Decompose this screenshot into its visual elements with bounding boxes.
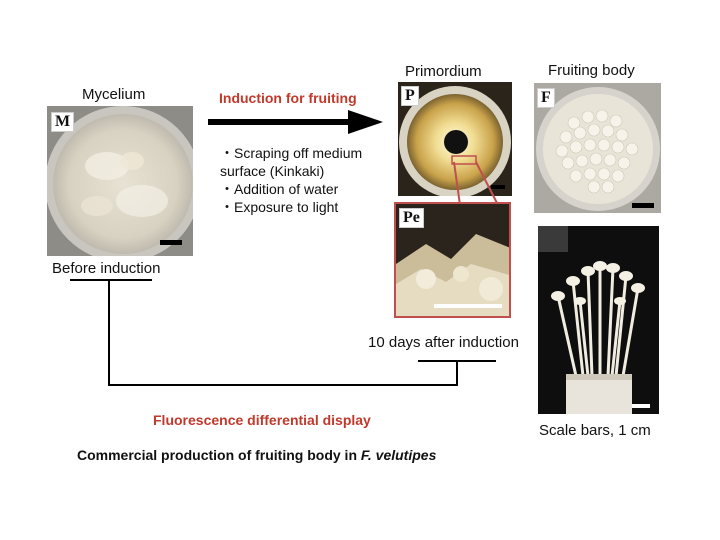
step-item: Addition of water: [220, 180, 390, 198]
caption-text: Commercial production of fruiting body i…: [77, 447, 361, 463]
panel-label-m: M: [51, 112, 75, 132]
scale-bar: [632, 404, 650, 408]
figure-caption: Commercial production of fruiting body i…: [77, 447, 436, 463]
primordium-label: Primordium: [405, 63, 482, 80]
scale-bars-label: Scale bars, 1 cm: [539, 422, 651, 439]
caption-species: F. velutipes: [360, 447, 437, 463]
panel-label-p: P: [401, 86, 419, 106]
induction-label: Induction for fruiting: [219, 90, 357, 106]
induction-arrow: [208, 110, 383, 134]
induction-steps: Scraping off medium surface (Kinkaki) Ad…: [220, 144, 390, 216]
commercial-fruiting-body-photo: [538, 226, 659, 414]
primordium-enlarged-photo: Pe: [394, 202, 511, 318]
scale-bar: [434, 304, 502, 308]
days-after-label: 10 days after induction: [368, 334, 519, 351]
scale-bar: [632, 203, 654, 208]
primordium-photo: P: [398, 82, 512, 196]
fruiting-body-dish-photo: F: [534, 83, 661, 213]
bracket-before: [70, 279, 152, 281]
connector-bottom: [108, 384, 458, 386]
step-item: Exposure to light: [220, 198, 390, 216]
zoom-connector: [451, 155, 499, 206]
before-induction-label: Before induction: [52, 260, 161, 277]
fdd-label: Fluorescence differential display: [153, 412, 371, 428]
fruiting-body-label: Fruiting body: [548, 62, 635, 79]
step-item: Scraping off medium surface (Kinkaki): [220, 144, 390, 180]
connector-right: [456, 361, 458, 385]
mycelium-photo: M: [47, 106, 193, 256]
scale-bar: [491, 185, 505, 189]
panel-label-f: F: [537, 88, 555, 108]
panel-label-pe: Pe: [399, 208, 424, 228]
connector-left: [108, 280, 110, 385]
scale-bar: [160, 240, 182, 245]
mycelium-label: Mycelium: [82, 86, 146, 103]
